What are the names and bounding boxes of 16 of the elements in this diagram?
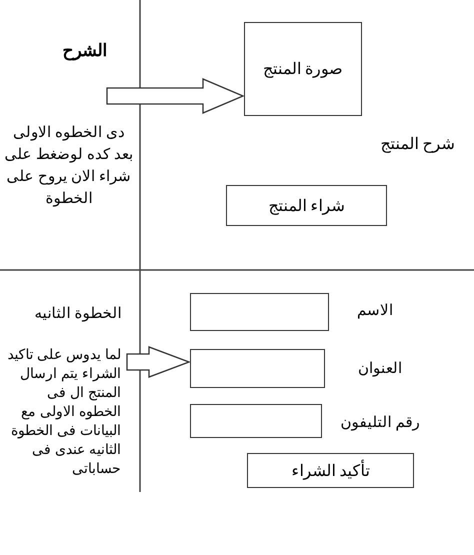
- buy-button: شراء المنتج: [226, 185, 387, 226]
- description-text: لما يدوس على تاكيد الشراء يتم ارسال المنتج ال فى الخطوه الاولى مع البيانات فى الخطوة الثانيه عندى فى حساباتى: [6, 345, 121, 478]
- block-arrow: [126, 346, 191, 378]
- input-field: [190, 404, 322, 438]
- input-field: [190, 349, 325, 388]
- input-field: [190, 293, 329, 331]
- image-placeholder-box: صورة المنتج: [244, 22, 362, 116]
- confirm-button: تأكيد الشراء: [247, 453, 414, 488]
- description-text: دى الخطوه الاولى بعد كده لوضغط على شراء الان يروح على الخطوة: [4, 123, 134, 209]
- caption-text: شرح المنتج: [379, 135, 456, 155]
- field-label: رقم التليفون: [339, 413, 421, 433]
- field-label: العنوان: [357, 359, 403, 379]
- field-label: الاسم: [356, 301, 394, 321]
- block-arrow: [106, 78, 245, 114]
- section-heading: الخطوة الثانيه: [33, 304, 123, 324]
- section-heading: الشرح: [62, 40, 108, 62]
